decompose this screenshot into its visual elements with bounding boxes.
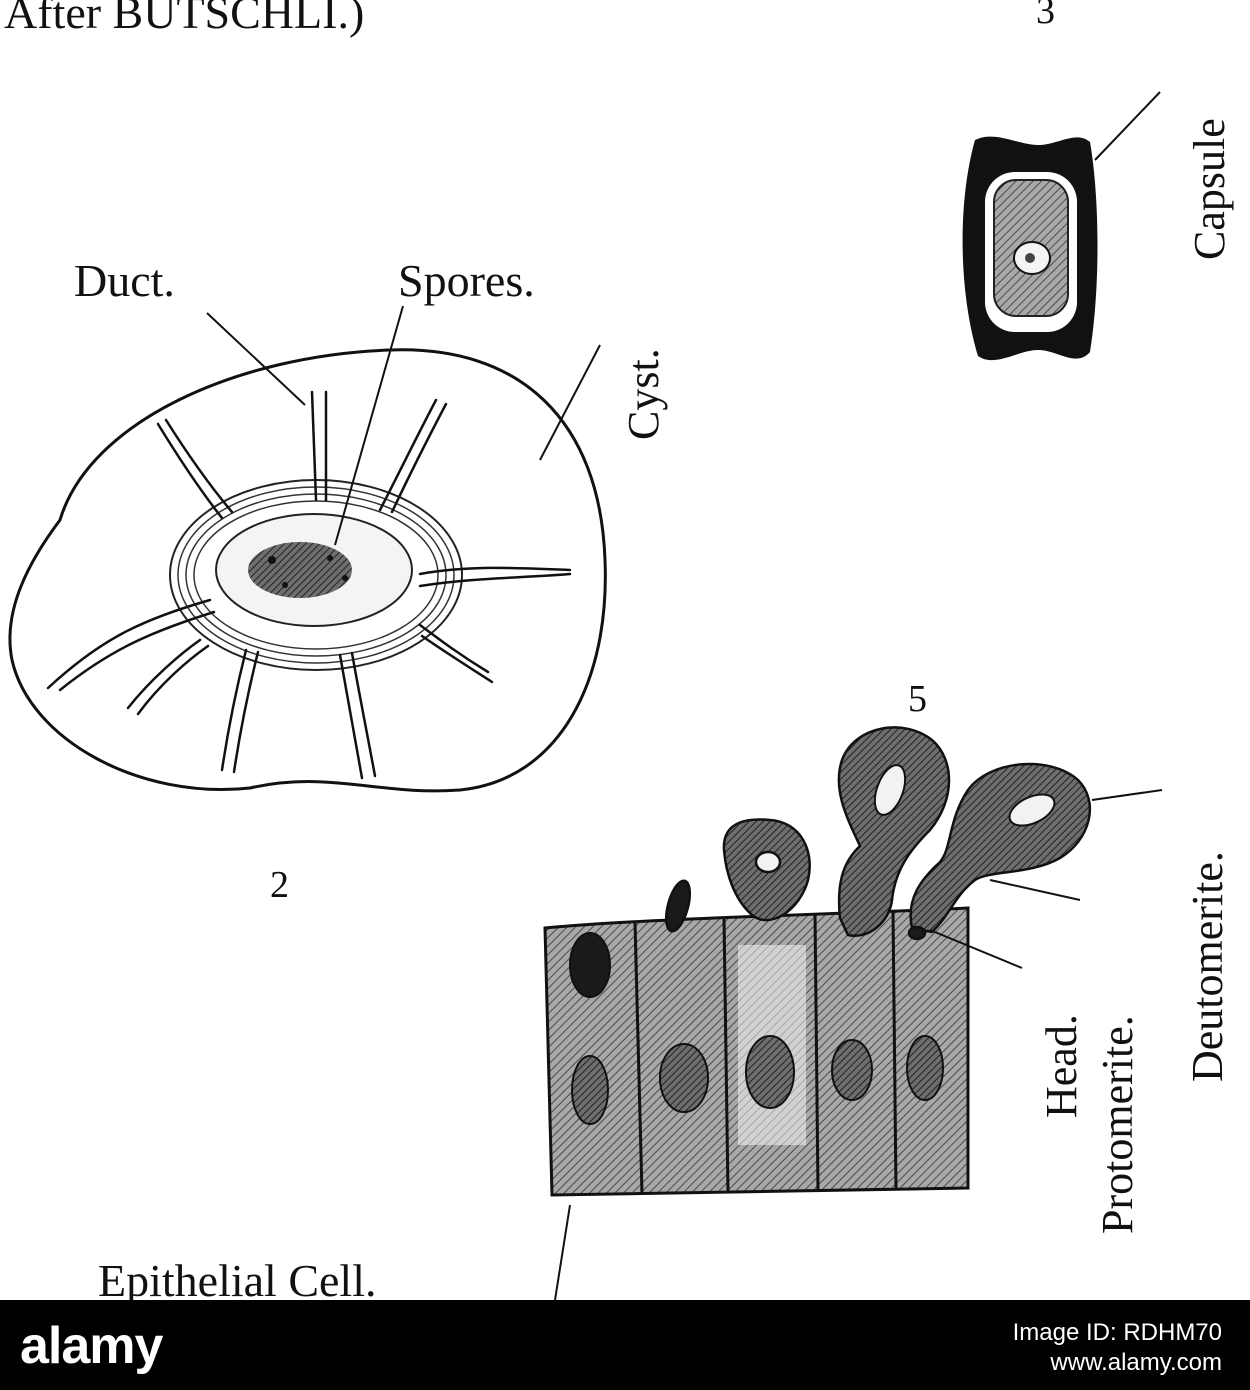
stock-footer-bar: alamy Image ID: RDHM70 www.alamy.com xyxy=(0,1300,1250,1390)
duct-label: Duct. xyxy=(74,255,175,306)
alamy-logo: alamy xyxy=(20,1317,163,1375)
image-reference: Image ID: RDHM70 www.alamy.com xyxy=(1013,1318,1222,1378)
gregarines xyxy=(664,726,1092,941)
cyst-label: Cyst. xyxy=(619,348,668,440)
head-label: Head. xyxy=(1037,1014,1086,1118)
cell-nuclei xyxy=(569,932,944,1125)
ducts xyxy=(46,390,572,780)
capsule-figure xyxy=(962,91,1161,361)
figure-number-2: 2 xyxy=(270,864,289,906)
epithelial-cell-label: Epithelial Cell. xyxy=(98,1255,377,1301)
image-id: Image ID: RDHM70 xyxy=(1012,1319,1222,1346)
deutomerite-label: Deutomerite. xyxy=(1183,851,1232,1082)
spores-cluster xyxy=(248,542,352,598)
cell-walls xyxy=(633,911,898,1195)
site-url: www.alamy.com xyxy=(1050,1349,1222,1376)
cyst-outline xyxy=(8,348,607,793)
cyst-figure xyxy=(8,305,607,793)
figure-drawing xyxy=(8,91,1163,1300)
caption-fragment: After BÜTSCHLI.) xyxy=(4,0,365,38)
protomerite-label: Protomerite. xyxy=(1093,1015,1142,1234)
spores-label: Spores. xyxy=(398,255,535,306)
figure-number-3: 3 xyxy=(1036,0,1055,32)
figure-number-5: 5 xyxy=(908,678,927,720)
capsule-label: Capsule xyxy=(1185,118,1234,260)
figure-plate: After BÜTSCHLI.) 3 Duct. Spores. Cyst. 2… xyxy=(4,0,1234,1301)
epithelium-figure xyxy=(543,726,1163,1300)
